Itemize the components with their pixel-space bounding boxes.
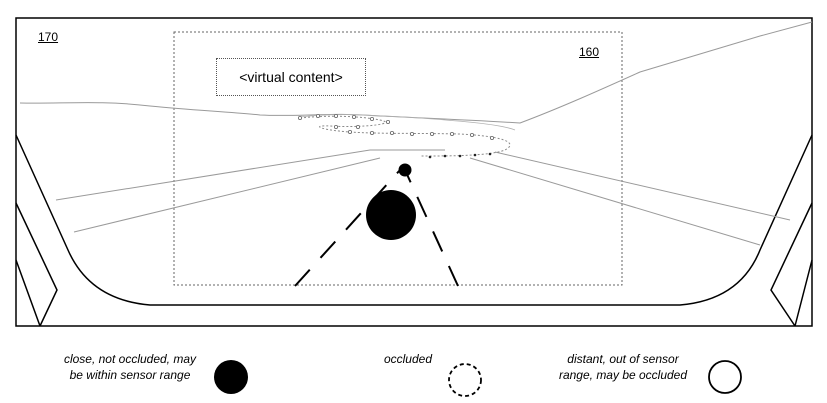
right-pillar [770,202,813,327]
legend-distant-line1: distant, out of sensor [567,352,679,366]
road-right-edge [469,151,791,246]
route-markers [297,114,494,140]
winding-road [299,115,511,157]
legend-occluded-text: occluded [368,351,448,367]
lane-dash-left [294,169,401,287]
left-pillar [15,202,58,327]
legend-close-line2: be within sensor range [69,368,191,382]
windshield-ref-label: 170 [38,30,59,44]
outer-frame [15,17,813,327]
horizon-line [19,21,813,124]
display-region-ref-label: 160 [579,45,600,59]
route-markers-near [428,152,492,159]
dashboard-outline [15,134,813,306]
legend-distant-icon [708,360,742,394]
legend-distant-text: distant, out of sensor range, may be occ… [548,351,698,383]
legend-occluded-line1: occluded [383,352,433,366]
far-vehicle-marker [398,163,412,177]
legend-occluded-icon [448,363,482,397]
legend-distant-line2: range, may be occluded [558,368,688,382]
road-left-edge [55,149,445,233]
lane-dash-right [404,169,459,287]
legend-close-line1: close, not occluded, may [63,352,197,366]
virtual-content-label: <virtual content> [239,69,343,85]
near-vehicle-marker [366,190,416,240]
legend-close-text: close, not occluded, may be within senso… [40,351,220,383]
display-region-box [173,31,623,286]
legend-close-icon [214,360,248,394]
virtual-content-box: <virtual content> [216,58,366,96]
